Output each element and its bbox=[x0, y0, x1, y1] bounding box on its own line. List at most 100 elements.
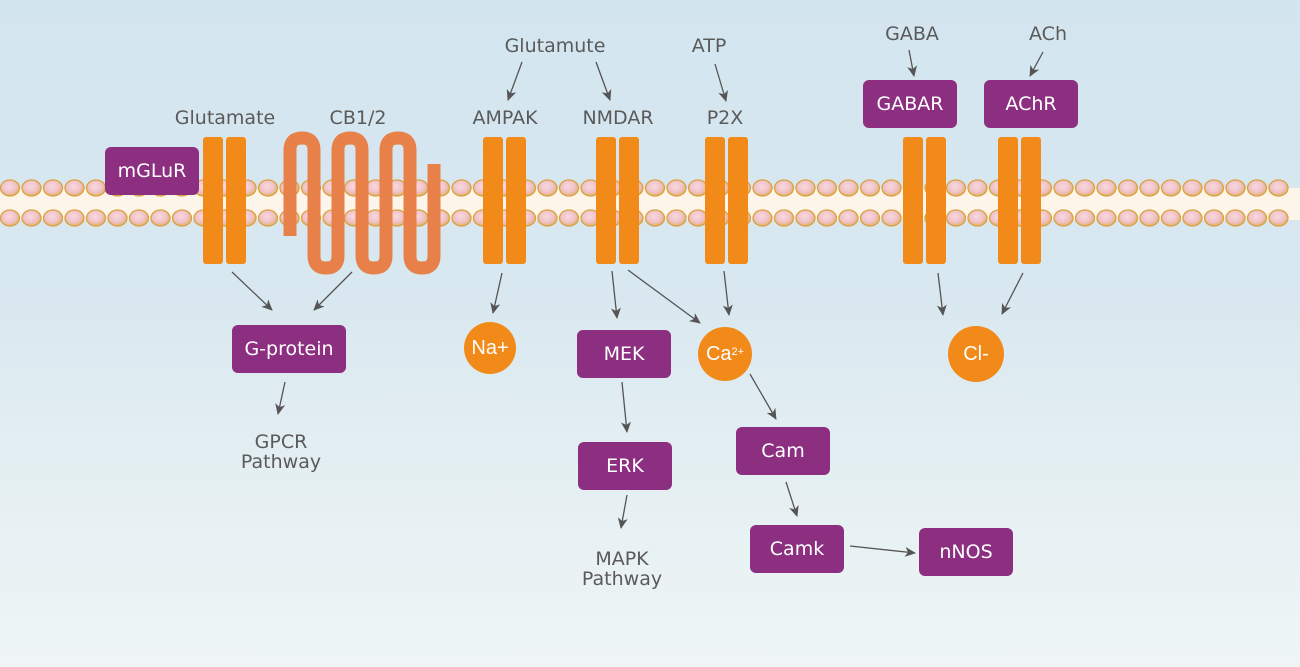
lipid-bead bbox=[0, 209, 21, 227]
lipid-bead bbox=[537, 209, 558, 227]
lipid-bead bbox=[1203, 179, 1225, 197]
arrow-glutamute-to-ampak bbox=[506, 61, 523, 101]
lipid-bead bbox=[1096, 209, 1117, 227]
ligand-atp-label: ATP bbox=[691, 35, 727, 58]
arrow-camk-to-nnos bbox=[849, 545, 916, 557]
g-protein-box[interactable]: G-protein bbox=[232, 325, 346, 373]
lipid-bead bbox=[85, 209, 107, 227]
gpcr-pathway-line1: GPCR bbox=[254, 431, 308, 454]
lipid-bead bbox=[795, 209, 816, 227]
arrow-cb1-2-to-g-protein bbox=[313, 271, 353, 311]
arrow-glutamate-receptor-to-g-protein bbox=[231, 271, 273, 311]
nnos-box[interactable]: nNOS bbox=[919, 528, 1013, 576]
mek-box[interactable]: MEK bbox=[577, 330, 671, 378]
lipid-bead bbox=[1246, 179, 1268, 197]
nmdar-receptor-label: NMDAR bbox=[582, 107, 654, 130]
lipid-bead bbox=[1139, 179, 1160, 197]
lipid-bead bbox=[881, 209, 902, 227]
lipid-bead bbox=[1268, 179, 1289, 197]
gabar-channel[interactable] bbox=[903, 137, 946, 264]
ligand-glutamute-label: Glutamute bbox=[504, 35, 606, 58]
mapk-pathway-label: MAPK Pathway bbox=[581, 548, 663, 590]
lipid-bead bbox=[128, 209, 150, 227]
lipid-bead bbox=[150, 209, 171, 227]
lipid-bead bbox=[537, 179, 558, 197]
lipid-bead bbox=[257, 209, 279, 227]
lipid-bead bbox=[21, 179, 42, 197]
p2x-receptor-label: P2X bbox=[706, 107, 744, 130]
lipid-bead bbox=[451, 179, 472, 197]
achr-box[interactable]: AChR bbox=[984, 80, 1078, 128]
lipid-bead bbox=[171, 209, 193, 227]
achr-channel[interactable] bbox=[998, 137, 1041, 264]
cb12-receptor-label: CB1/2 bbox=[329, 107, 387, 130]
lipid-bead bbox=[1182, 179, 1203, 197]
lipid-bead bbox=[666, 179, 687, 197]
ligand-ach-label: ACh bbox=[1029, 23, 1067, 46]
lipid-bead bbox=[1053, 209, 1074, 227]
arrow-mek-to-erk bbox=[621, 381, 631, 433]
lipid-bead bbox=[967, 179, 988, 197]
mglur-box[interactable]: mGLuR bbox=[105, 147, 199, 195]
arrow-nmdar-to-ca2- bbox=[627, 269, 701, 324]
achr-channel-subunit-right bbox=[1021, 137, 1041, 264]
lipid-bead bbox=[1268, 209, 1289, 227]
sodium-ion[interactable]: Na+ bbox=[464, 322, 516, 374]
mapk-pathway-line1: MAPK bbox=[595, 548, 649, 571]
calcium-ion-symbol: Ca bbox=[705, 342, 732, 365]
arrow-glutamute-to-nmdar bbox=[595, 61, 612, 101]
lipid-bead bbox=[967, 209, 988, 227]
lipid-bead bbox=[816, 209, 838, 227]
lipid-bead bbox=[644, 209, 666, 227]
ligand-gaba-label: GABA bbox=[885, 23, 939, 46]
p2x-channel-subunit-left bbox=[705, 137, 725, 264]
lipid-bead bbox=[945, 179, 967, 197]
glutamate-receptor-channel-subunit-right bbox=[226, 137, 246, 264]
ampak-channel[interactable] bbox=[483, 137, 526, 264]
arrow-cam-to-camk bbox=[785, 481, 799, 517]
arrow-ach-to-achr bbox=[1029, 51, 1044, 77]
lipid-bead bbox=[1246, 209, 1268, 227]
camk-box[interactable]: Camk bbox=[750, 525, 844, 573]
lipid-bead bbox=[1160, 179, 1182, 197]
lipid-bead bbox=[1117, 209, 1139, 227]
gabar-channel-subunit-left bbox=[903, 137, 923, 264]
arrow-atp-to-p2x bbox=[714, 63, 728, 102]
lipid-bead bbox=[687, 209, 709, 227]
chloride-ion[interactable]: Cl- bbox=[948, 326, 1004, 382]
nmdar-channel[interactable] bbox=[596, 137, 639, 264]
glutamate-receptor-label: Glutamate bbox=[174, 107, 276, 130]
lipid-bead bbox=[816, 179, 838, 197]
lipid-bead bbox=[451, 209, 472, 227]
gabar-box[interactable]: GABAR bbox=[863, 80, 957, 128]
lipid-bead bbox=[558, 209, 580, 227]
nmdar-channel-subunit-left bbox=[596, 137, 616, 264]
lipid-bead bbox=[1182, 209, 1203, 227]
arrow-ampak-to-na- bbox=[490, 272, 503, 314]
erk-box[interactable]: ERK bbox=[578, 442, 672, 490]
p2x-channel-subunit-right bbox=[728, 137, 748, 264]
glutamate-receptor-channel[interactable] bbox=[203, 137, 246, 264]
lipid-bead bbox=[859, 209, 881, 227]
lipid-bead bbox=[838, 209, 859, 227]
cam-box[interactable]: Cam bbox=[736, 427, 830, 475]
lipid-bead bbox=[644, 179, 666, 197]
arrow-g-protein-to-gpcr-pathway bbox=[275, 381, 286, 415]
lipid-bead bbox=[773, 179, 795, 197]
lipid-bead bbox=[1074, 179, 1096, 197]
lipid-bead bbox=[42, 209, 64, 227]
calcium-ion-charge: 2+ bbox=[731, 346, 745, 358]
p2x-channel[interactable] bbox=[705, 137, 748, 264]
gpcr-pathway-label: GPCR Pathway bbox=[241, 431, 321, 473]
lipid-bead bbox=[1139, 209, 1160, 227]
nmdar-channel-subunit-right bbox=[619, 137, 639, 264]
lipid-bead bbox=[1096, 179, 1117, 197]
mapk-pathway-line2: Pathway bbox=[581, 568, 663, 590]
ampak-channel-subunit-right bbox=[506, 137, 526, 264]
ampak-channel-subunit-left bbox=[483, 137, 503, 264]
arrow-gabar-to-cl- bbox=[936, 272, 947, 316]
cb12-gpcr-receptor[interactable] bbox=[283, 131, 441, 275]
